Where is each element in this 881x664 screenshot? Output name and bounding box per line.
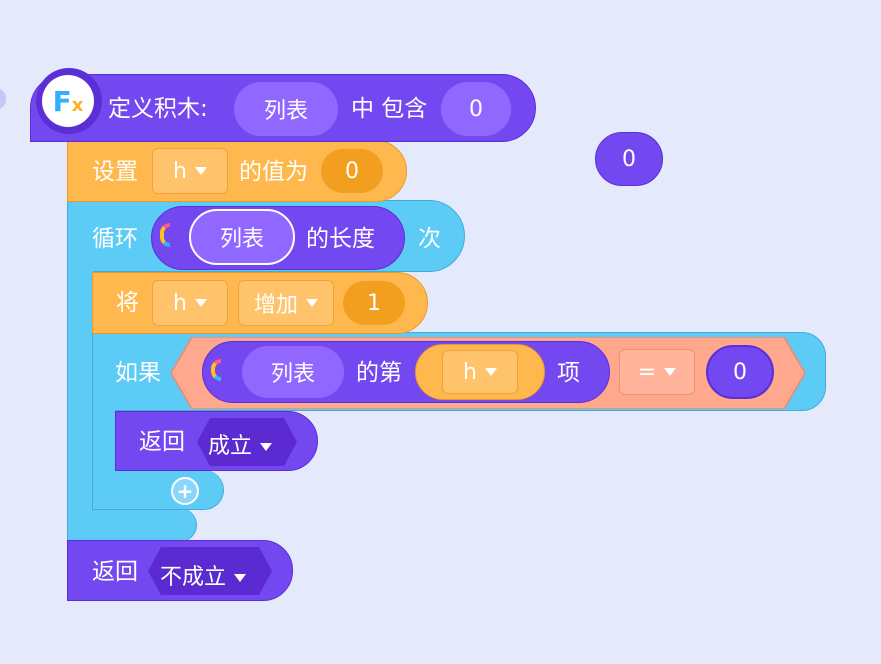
compare-value-input[interactable]: 0 — [706, 345, 774, 399]
return-true-value: 成立 — [208, 434, 253, 459]
list-name-field[interactable]: 列表 — [242, 346, 344, 398]
set-label: 设置 — [92, 159, 138, 185]
return-label: 返回 — [139, 429, 185, 455]
set-var-text: h — [173, 158, 187, 184]
if-block-arm — [92, 409, 116, 479]
return-true-dropdown[interactable]: 成立 — [208, 428, 272, 460]
compare-op-text: = — [637, 359, 657, 385]
list-color-icon — [211, 359, 221, 381]
change-label: 将 — [116, 290, 139, 316]
index-variable-dropdown[interactable]: h — [442, 350, 518, 394]
change-op-dropdown[interactable]: 增加 — [238, 280, 334, 326]
list-name-field[interactable]: 列表 — [189, 209, 295, 265]
if-label: 如果 — [115, 360, 161, 386]
set-value-input[interactable]: 0 — [321, 149, 383, 193]
return-false-value: 不成立 — [160, 565, 227, 590]
return-false-dropdown[interactable]: 不成立 — [160, 559, 246, 591]
change-var-dropdown[interactable]: h — [152, 280, 228, 326]
function-icon-letter: F — [52, 84, 72, 118]
list-color-icon — [160, 223, 170, 247]
offscreen-block-edge — [0, 88, 6, 110]
set-var-dropdown[interactable]: h — [152, 148, 228, 194]
define-param-list[interactable]: 列表 — [234, 82, 338, 136]
set-value-label: 的值为 — [239, 159, 308, 185]
change-value-input[interactable]: 1 — [343, 281, 405, 325]
function-icon: F x — [42, 75, 94, 127]
if-block-foot — [92, 470, 224, 510]
add-branch-button[interactable]: + — [171, 477, 199, 505]
define-param-value[interactable]: 0 — [441, 82, 511, 136]
add-icon: + — [176, 479, 194, 503]
repeat-block-arm — [67, 270, 93, 542]
repeat-block-foot — [67, 508, 197, 542]
define-label: 定义积木: — [108, 96, 208, 122]
define-middle-label: 中 包含 — [351, 96, 428, 122]
item-label: 的第 — [356, 360, 402, 386]
index-var-text: h — [463, 359, 477, 385]
compare-op-dropdown[interactable]: = — [619, 349, 695, 395]
change-var-text: h — [173, 290, 187, 316]
change-op-text: 增加 — [253, 293, 298, 318]
floating-value-reporter[interactable]: 0 — [595, 132, 663, 186]
repeat-label: 循环 — [92, 226, 138, 252]
length-label: 的长度 — [306, 226, 375, 252]
function-icon-sub: x — [71, 94, 84, 116]
item-suffix: 项 — [557, 360, 580, 386]
return-false-label: 返回 — [92, 559, 138, 585]
times-label: 次 — [418, 226, 441, 252]
